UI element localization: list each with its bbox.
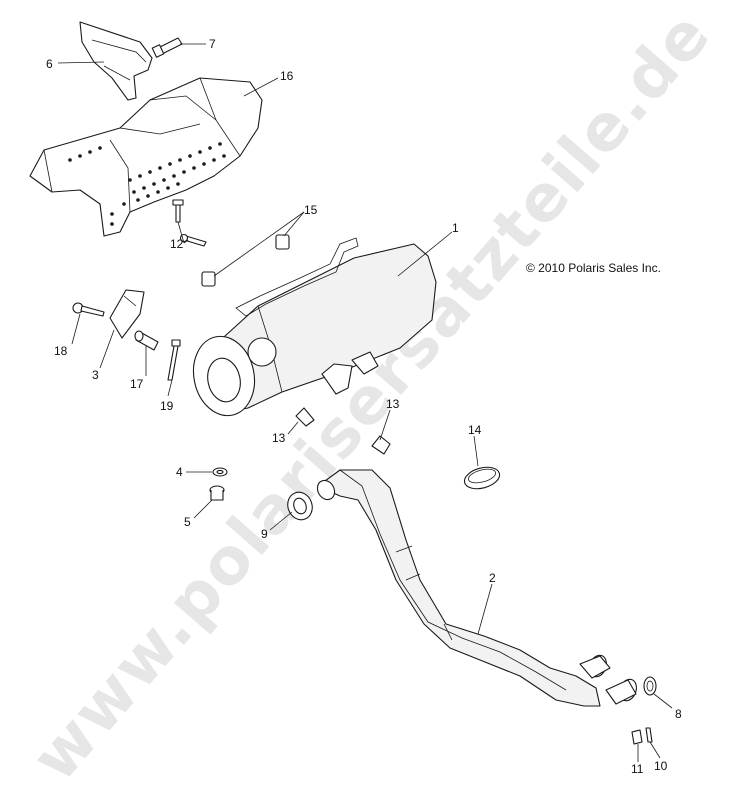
part-18-bolt	[72, 302, 105, 317]
part-6-bracket	[79, 21, 153, 101]
part-19-bolt	[167, 339, 181, 381]
part-4-washer	[212, 467, 228, 477]
callout-6: 6	[46, 57, 53, 71]
part-9-gasket	[287, 491, 313, 521]
part-8-gasket	[643, 676, 657, 696]
part-16-heat-shield	[29, 77, 263, 237]
callout-13a: 13	[272, 431, 286, 445]
part-14-clamp	[463, 466, 501, 490]
part-15-clips	[201, 234, 290, 287]
part-13-fittings	[295, 407, 391, 455]
part-10-stud	[645, 727, 653, 743]
callout-13b: 13	[386, 397, 400, 411]
part-11-nut	[631, 729, 643, 745]
part-1-muffler	[192, 237, 437, 417]
part-5-plug	[209, 485, 225, 501]
callout-19: 19	[160, 399, 174, 413]
part-3-bracket	[109, 289, 145, 339]
callout-16: 16	[280, 69, 294, 83]
callout-labels: 1 2 3 4 5 6 7 8 9 10 11 12 13 13 14 15 1…	[46, 37, 682, 776]
callout-3: 3	[92, 368, 99, 382]
callout-17: 17	[130, 377, 144, 391]
callout-11: 11	[631, 762, 644, 776]
watermark-text: www.polarisersatzteile.de	[18, 0, 725, 795]
callout-4: 4	[176, 465, 183, 479]
copyright-text: © 2010 Polaris Sales Inc.	[526, 261, 661, 275]
part-7-screw	[151, 37, 183, 58]
callout-18: 18	[54, 344, 68, 358]
callout-8: 8	[675, 707, 682, 721]
callout-9: 9	[261, 527, 268, 541]
leader-lines	[57, 43, 673, 762]
callout-2: 2	[489, 571, 496, 585]
callout-5: 5	[184, 515, 191, 529]
callout-15: 15	[304, 203, 318, 217]
heat-shield-vent-holes	[68, 142, 226, 226]
callout-14: 14	[468, 423, 482, 437]
callout-7: 7	[209, 37, 216, 51]
part-17-spacer	[134, 330, 159, 351]
callout-10: 10	[654, 759, 668, 773]
callout-1: 1	[452, 221, 459, 235]
callout-12: 12	[170, 237, 184, 251]
part-2-head-pipe	[316, 469, 637, 707]
